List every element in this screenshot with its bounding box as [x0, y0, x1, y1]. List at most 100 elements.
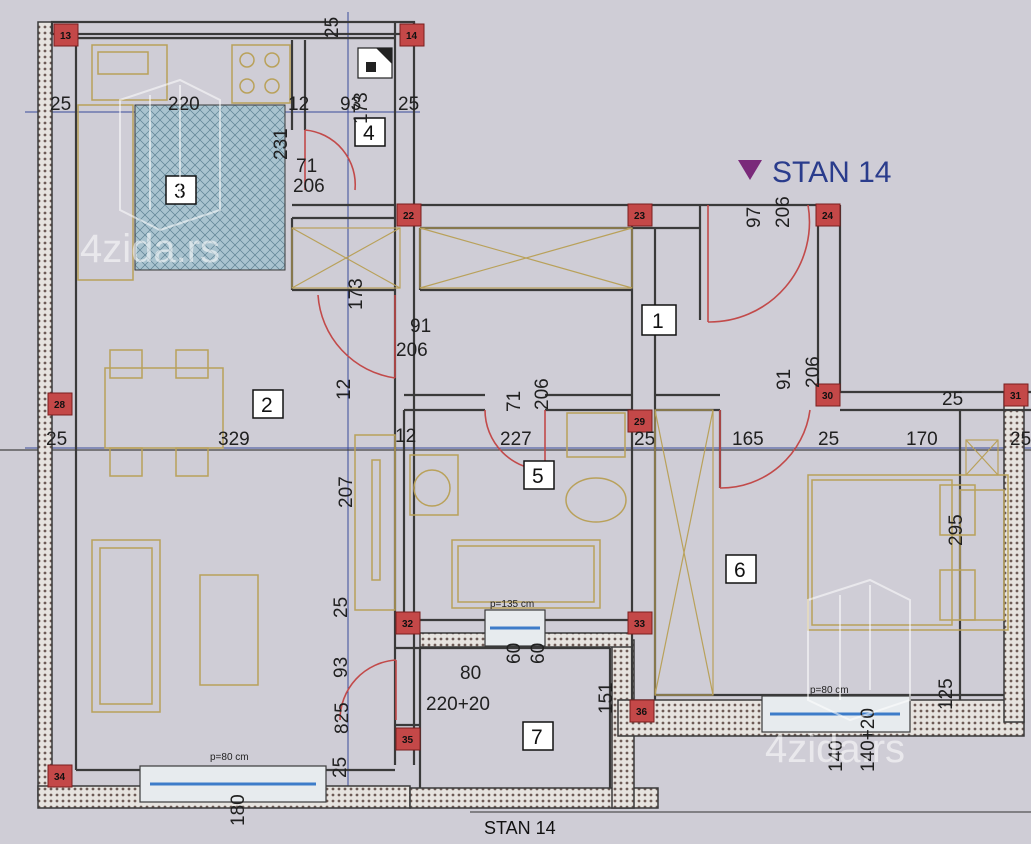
column-label-30: 30 — [822, 391, 834, 402]
watermark-text: 4zida.rs — [765, 727, 905, 771]
watermark-text: 4zida.rs — [80, 227, 220, 271]
stove — [231, 44, 291, 104]
tiled-floor — [134, 104, 286, 271]
dim-label: 206 — [803, 356, 824, 388]
dim-label: 220 — [168, 94, 200, 115]
dim-label: 173 — [346, 278, 367, 310]
room-label-5: 5 — [532, 465, 544, 488]
furniture — [77, 44, 1009, 713]
sofa — [91, 539, 161, 713]
room-label-4: 4 — [363, 122, 375, 145]
dim-label: 25 — [818, 429, 839, 450]
column-label-31: 31 — [1010, 391, 1022, 402]
dim-label: 295 — [946, 514, 967, 546]
column-label-33: 33 — [634, 619, 646, 630]
column-35 — [395, 727, 421, 751]
room-label-7: 7 — [531, 726, 543, 749]
dimension-labels: 25 25 220 12 93 25 231 173 71 206 97 206… — [46, 17, 1031, 826]
column-label-24: 24 — [822, 211, 834, 222]
column-32 — [395, 611, 421, 635]
dim-label: 25 — [46, 429, 67, 450]
column-30 — [815, 383, 841, 407]
dim-label: 140 — [826, 740, 847, 772]
counter — [77, 104, 134, 281]
column-13 — [53, 23, 79, 47]
dim-label: 97 — [744, 207, 765, 228]
column-label-14: 14 — [406, 31, 418, 42]
bath-sink — [409, 454, 459, 516]
dim-label: 140+20 — [858, 708, 879, 772]
column-label-13: 13 — [60, 31, 72, 42]
column-label-22: 22 — [403, 211, 415, 222]
dim-label: 60 — [528, 643, 549, 664]
dim-label: 71 — [296, 156, 317, 177]
windows — [139, 609, 911, 803]
dim-label: 25 — [634, 429, 655, 450]
column-label-36: 36 — [636, 707, 648, 718]
dim-label: 206 — [396, 340, 428, 361]
dim-label: 91 — [774, 369, 795, 390]
column-label-23: 23 — [634, 211, 646, 222]
bed — [807, 474, 1009, 631]
column-29 — [627, 409, 653, 433]
dining-table — [104, 367, 224, 449]
column-28 — [47, 392, 73, 416]
doors — [304, 129, 811, 721]
dim-label: 25 — [942, 389, 963, 410]
dim-label: 825 — [332, 702, 353, 734]
nightstand — [959, 489, 1005, 621]
column-label-35: 35 — [402, 735, 414, 746]
window-label-2: p=135 cm — [490, 599, 534, 610]
dim-label: 25 — [1010, 429, 1031, 450]
dim-label: 25 — [398, 94, 419, 115]
dim-label: 25 — [322, 17, 343, 38]
column-label-28: 28 — [54, 400, 66, 411]
plan-title: STAN 14 — [772, 156, 892, 189]
dim-label: 329 — [218, 429, 250, 450]
column-36 — [629, 699, 655, 723]
dim-label: 71 — [504, 391, 525, 412]
dim-label: 180 — [228, 794, 249, 826]
hall-crosses — [291, 227, 999, 696]
column-24 — [815, 203, 841, 227]
column-label-32: 32 — [402, 619, 414, 630]
dim-label: 12 — [395, 426, 416, 447]
column-label-34: 34 — [54, 772, 66, 783]
toilet-tank — [566, 412, 626, 458]
column-23 — [627, 203, 653, 227]
dim-label: 206 — [293, 176, 325, 197]
bathtub — [451, 539, 601, 609]
column-label-29: 29 — [634, 417, 646, 428]
dim-label: 165 — [732, 429, 764, 450]
dim-label: 207 — [336, 476, 357, 508]
coffee-table — [199, 574, 259, 686]
window-label-1: p=80 cm — [210, 752, 249, 763]
dim-label: 12 — [334, 379, 355, 400]
dim-label: 80 — [460, 663, 481, 684]
title-marker-icon — [738, 160, 762, 180]
dim-label: 93 — [331, 657, 352, 678]
watermark-logo-icon — [119, 78, 911, 722]
dim-label: 25 — [331, 597, 352, 618]
structural-columns — [47, 23, 1029, 788]
dim-label: 91 — [410, 316, 431, 337]
column-31 — [1003, 383, 1029, 407]
dim-label: 12 — [288, 94, 309, 115]
dim-label: 25 — [330, 757, 351, 778]
sink-counter — [91, 44, 168, 101]
dim-label: 206 — [773, 196, 794, 228]
dim-label: 125 — [936, 678, 957, 710]
column-22 — [396, 203, 422, 227]
dim-label: 93 — [340, 94, 361, 115]
plan-subtitle: STAN 14 — [484, 818, 556, 838]
dim-label: 231 — [271, 128, 292, 160]
dim-label: 206 — [532, 378, 553, 410]
column-14 — [399, 23, 425, 47]
window-label-3: p=80 cm — [810, 685, 849, 696]
room-label-2: 2 — [261, 394, 273, 417]
room-label-6: 6 — [734, 559, 746, 582]
column-34 — [47, 764, 73, 788]
dim-label: 25 — [50, 94, 71, 115]
column-numbers: 13 14 22 23 24 28 29 30 31 32 33 34 35 3… — [54, 31, 1022, 783]
